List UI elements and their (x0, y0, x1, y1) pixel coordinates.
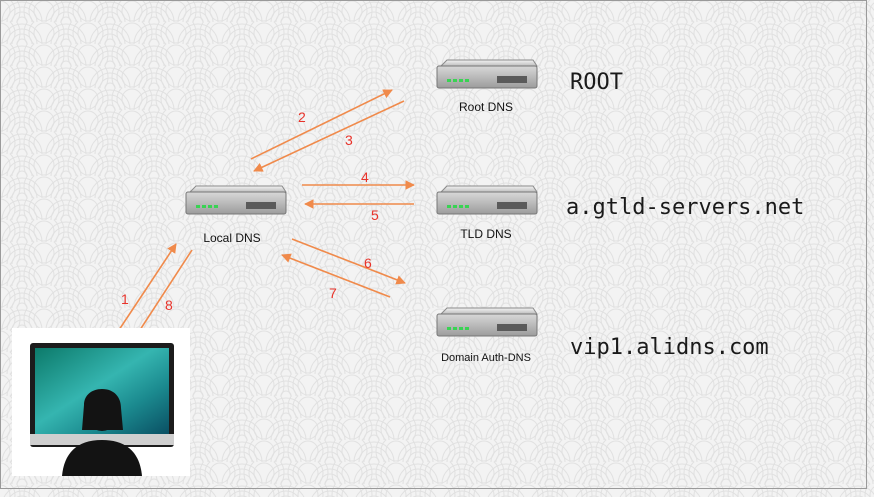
client-computer (12, 328, 190, 476)
auth-address: vip1.alidns.com (570, 335, 769, 360)
step-label-5: 5 (371, 207, 379, 223)
domain-auth-dns-server: Domain Auth-DNS (436, 307, 538, 364)
computer-user-icon (30, 343, 174, 476)
arrow-step-2 (250, 89, 393, 160)
server-icon (436, 185, 538, 215)
domain-auth-dns-label: Domain Auth-DNS (441, 352, 531, 364)
server-icon (436, 59, 538, 89)
arrow-step-7 (281, 253, 391, 298)
server-icon (185, 185, 287, 215)
step-label-1: 1 (121, 291, 129, 307)
root-dns-server: Root DNS (436, 59, 538, 114)
tld-dns-label: TLD DNS (460, 227, 511, 241)
step-label-6: 6 (364, 255, 372, 271)
step-label-3: 3 (345, 132, 353, 148)
tld-address: a.gtld-servers.net (566, 195, 804, 220)
step-label-2: 2 (298, 109, 306, 125)
arrow-step-6 (291, 238, 406, 285)
slide-border (0, 0, 867, 489)
local-dns-label: Local DNS (203, 231, 260, 245)
arrow-step-3 (253, 100, 405, 172)
local-dns-server: Local DNS (185, 185, 287, 245)
step-label-7: 7 (329, 285, 337, 301)
step-label-4: 4 (361, 169, 369, 185)
step-label-8: 8 (165, 297, 173, 313)
tld-dns-server: TLD DNS (436, 185, 538, 241)
root-address: ROOT (570, 70, 623, 95)
server-icon (436, 307, 538, 337)
root-dns-label: Root DNS (459, 100, 513, 114)
